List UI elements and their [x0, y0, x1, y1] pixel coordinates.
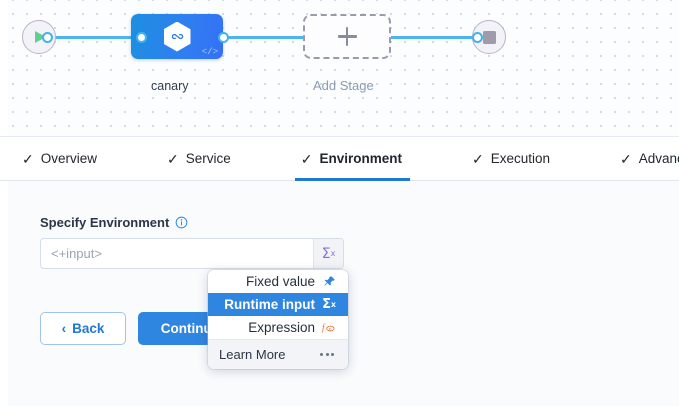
- tab-label: Environment: [319, 151, 402, 166]
- check-icon: ✓: [472, 152, 484, 166]
- edge-canary-to-addstage: [222, 36, 312, 39]
- runtime-input-sigma-button[interactable]: Σx: [313, 239, 343, 268]
- add-stage-button[interactable]: [303, 14, 391, 59]
- dropdown-item-expression[interactable]: Expression f x: [208, 316, 348, 339]
- stop-icon: [483, 31, 496, 44]
- info-icon[interactable]: [175, 216, 188, 229]
- chevron-left-icon: ‹: [62, 321, 67, 336]
- tab-service[interactable]: ✓ Service: [167, 137, 249, 180]
- check-icon: ✓: [620, 152, 632, 166]
- fx-icon: f x: [322, 321, 336, 334]
- field-label-text: Specify Environment: [40, 215, 169, 230]
- canvas-left-gutter: [0, 0, 8, 137]
- dropdown-item-label: Expression: [248, 320, 315, 335]
- back-button-label: Back: [72, 321, 104, 336]
- connector-dot-canary-in: [136, 32, 147, 43]
- sigma-superscript: x: [331, 250, 336, 258]
- edge-addstage-to-end: [388, 36, 480, 39]
- dropdown-item-label: Runtime input: [224, 297, 315, 312]
- connector-dot-end: [472, 32, 483, 43]
- dropdown-item-fixed-value[interactable]: Fixed value: [208, 270, 348, 293]
- add-stage-label: Add Stage: [313, 78, 374, 93]
- tab-label: Execution: [491, 151, 550, 166]
- dropdown-learn-more[interactable]: Learn More: [208, 339, 348, 369]
- sigma-glyph: Σ: [322, 247, 331, 261]
- connector-dot-canary-out: [218, 32, 229, 43]
- tab-overview[interactable]: ✓ Overview: [22, 137, 115, 180]
- tab-execution[interactable]: ✓ Execution: [472, 137, 568, 180]
- ellipsis-icon: [320, 353, 334, 356]
- specify-environment-input-group[interactable]: Σx: [40, 238, 344, 269]
- connector-dot-start: [42, 32, 53, 43]
- learn-more-label: Learn More: [219, 347, 285, 362]
- panel-left-gutter: [0, 181, 8, 406]
- tab-advanced[interactable]: ✓ Advanced: [620, 137, 679, 180]
- plus-icon: [338, 27, 357, 46]
- stage-label-canary: canary: [151, 79, 189, 93]
- dropdown-item-runtime-input[interactable]: Runtime input Σx: [208, 293, 348, 316]
- stage-config-tabbar: ✓ Overview ✓ Service ✓ Environment ✓ Exe…: [0, 137, 679, 181]
- tab-label: Service: [186, 151, 231, 166]
- sigma-superscript: x: [331, 301, 336, 309]
- sigma-icon: Σx: [322, 298, 336, 311]
- specify-environment-label: Specify Environment: [40, 215, 188, 230]
- dropdown-item-label: Fixed value: [246, 274, 315, 289]
- hexagon-link-icon: [164, 22, 191, 52]
- sigma-glyph: Σ: [322, 298, 331, 311]
- tab-environment[interactable]: ✓ Environment: [301, 137, 420, 180]
- tab-label: Overview: [41, 151, 97, 166]
- code-badge-icon: </>: [202, 48, 218, 57]
- back-button[interactable]: ‹ Back: [40, 312, 126, 345]
- input-type-dropdown[interactable]: Fixed value Runtime input Σx Expression …: [208, 270, 348, 369]
- svg-text:f: f: [322, 323, 326, 333]
- tab-label: Advanced: [639, 151, 679, 166]
- specify-environment-input[interactable]: [41, 239, 313, 268]
- check-icon: ✓: [22, 152, 34, 166]
- pipeline-canvas[interactable]: </> canary Add Stage: [0, 0, 679, 137]
- svg-text:x: x: [328, 326, 332, 332]
- pin-icon: [322, 275, 336, 288]
- check-icon: ✓: [301, 152, 313, 166]
- check-icon: ✓: [167, 152, 179, 166]
